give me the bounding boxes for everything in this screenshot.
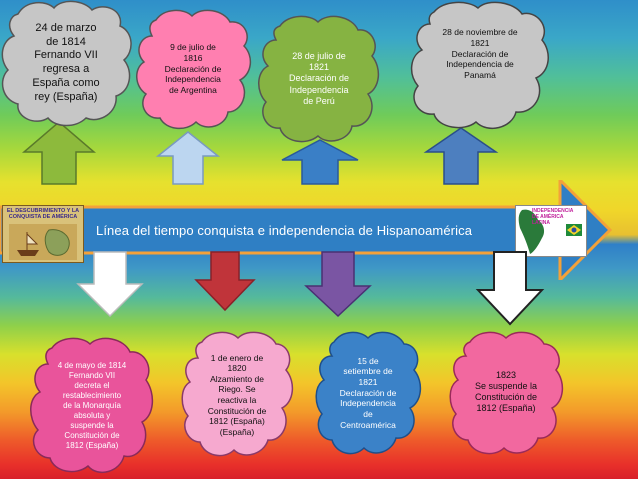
event-cloud-1820: 1 de enero de 1820 Alzamiento de Riego. … xyxy=(181,330,294,460)
up-arrow-icon xyxy=(423,127,499,185)
cloud-shape xyxy=(181,331,294,457)
event-cloud-1816: 9 de julio de 1816 Declaración de Indepe… xyxy=(136,8,252,130)
event-text-1816: 9 de julio de 1816 Declaración de Indepe… xyxy=(164,42,222,95)
event-cloud-1821-peru: 28 de julio de 1821 Declaración de Indep… xyxy=(258,14,380,144)
down-arrow-1823 xyxy=(475,251,545,326)
down-arrow-1821-centroamerica xyxy=(304,251,372,318)
event-cloud-1821-panama: 28 de noviembre de 1821 Declaración de I… xyxy=(410,0,550,132)
event-cloud-1823: 1823 Se suspende la Constitución de 1812… xyxy=(449,330,564,455)
event-text-1821-centroamerica: 15 de setiembre de 1821 Declaración de I… xyxy=(339,355,397,430)
event-cloud-1814-may: 4 de mayo de 1814 Fernando VII decreta e… xyxy=(30,336,154,476)
cloud-shape xyxy=(449,331,564,455)
cloud-shape xyxy=(258,15,380,143)
down-arrow-icon xyxy=(76,251,144,318)
up-arrow-1814-march xyxy=(21,121,97,185)
event-cloud-1814-march: 24 de marzo de 1814 Fernando VII regresa… xyxy=(0,0,132,127)
up-arrow-1821-peru xyxy=(281,139,359,185)
conquest-logo-text: EL DESCUBRIMIENTO Y LA CONQUISTA DE AMÉR… xyxy=(6,208,80,220)
latin-america-map-icon xyxy=(518,209,582,254)
down-arrow-1814-may xyxy=(76,251,144,318)
down-arrow-icon xyxy=(475,251,545,326)
event-text-1821-peru: 28 de julio de 1821 Declaración de Indep… xyxy=(288,50,350,106)
cloud-shape xyxy=(30,337,154,474)
event-text-1823: 1823 Se suspende la Constitución de 1812… xyxy=(474,369,538,414)
up-arrow-icon xyxy=(155,131,221,185)
event-text-1814-march: 24 de marzo de 1814 Fernando VII regresa… xyxy=(32,21,100,103)
up-arrow-icon xyxy=(21,121,97,185)
up-arrow-icon xyxy=(281,139,359,185)
timeline-title: Línea del tiempo conquista e independenc… xyxy=(96,223,473,238)
down-arrow-icon xyxy=(194,251,256,312)
down-arrow-1820 xyxy=(194,251,256,312)
up-arrow-1816 xyxy=(155,131,221,185)
event-text-1814-may: 4 de mayo de 1814 Fernando VII decreta e… xyxy=(57,361,127,450)
event-cloud-1821-centroamerica: 15 de setiembre de 1821 Declaración de I… xyxy=(315,330,422,456)
cloud-shape xyxy=(1,0,132,127)
ship-map-icon xyxy=(9,224,77,260)
independence-logo: INDEPENDENCIA DE AMÉRICA LATINA xyxy=(515,205,587,257)
cloud-shape xyxy=(136,9,252,130)
conquest-logo: EL DESCUBRIMIENTO Y LA CONQUISTA DE AMÉR… xyxy=(2,205,84,263)
cloud-shape xyxy=(410,1,549,130)
cloud-shape xyxy=(315,331,422,455)
event-text-1821-panama: 28 de noviembre de 1821 Declaración de I… xyxy=(442,27,518,80)
independence-logo-text: INDEPENDENCIA DE AMÉRICA LATINA xyxy=(532,208,574,226)
up-arrow-1821-panama xyxy=(423,127,499,185)
down-arrow-icon xyxy=(304,251,372,318)
event-text-1820: 1 de enero de 1820 Alzamiento de Riego. … xyxy=(207,352,267,437)
